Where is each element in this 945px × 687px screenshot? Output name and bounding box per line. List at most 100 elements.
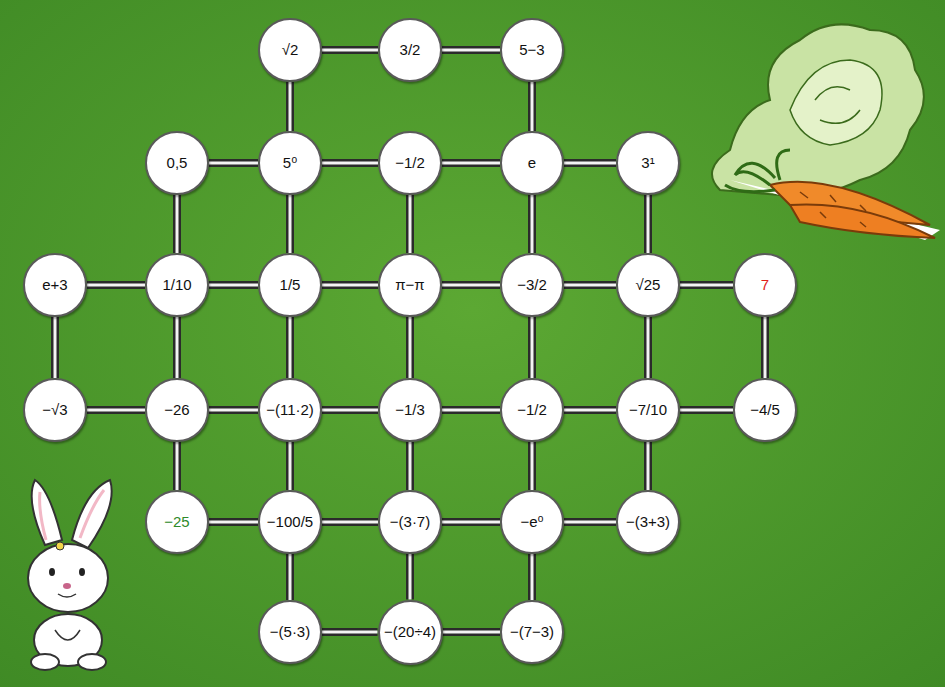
maze-path	[290, 442, 291, 490]
circle-content: 1/5	[280, 277, 301, 294]
number-circle: −100/5	[258, 490, 322, 554]
number-expression: π−π	[395, 277, 424, 294]
maze-path	[680, 285, 733, 286]
maze-path	[442, 163, 500, 164]
maze-path	[177, 442, 178, 490]
maze-path	[322, 522, 378, 523]
maze-path	[177, 317, 178, 378]
number-expression: e+3	[42, 277, 67, 294]
maze-path	[322, 285, 378, 286]
circle-content: −3/2	[517, 277, 547, 294]
number-expression: −e⁰	[520, 514, 543, 531]
number-expression: −(3+3)	[626, 514, 670, 531]
number-circle: √25	[616, 253, 680, 317]
number-expression: −100/5	[267, 514, 313, 531]
circle-content: e	[528, 155, 536, 172]
maze-path	[209, 410, 258, 411]
circle-content: −1/2	[395, 155, 425, 172]
circle-content: −1/3	[395, 402, 425, 419]
maze-path	[290, 554, 291, 600]
number-expression: 5−3	[519, 42, 544, 59]
number-expression: 0,5	[167, 155, 188, 172]
maze-path	[322, 163, 378, 164]
number-expression: √25	[636, 277, 661, 294]
number-circle: π−π	[378, 253, 442, 317]
maze-path	[322, 632, 378, 633]
number-expression: −1/2	[517, 402, 547, 419]
number-circle: −(20÷4)	[378, 600, 443, 665]
maze-path	[443, 632, 501, 633]
circle-content: −25	[164, 514, 189, 531]
number-expression: −25	[164, 514, 189, 531]
number-expression: −(20÷4)	[384, 624, 436, 641]
number-expression: −26	[164, 402, 189, 419]
number-circle: −1/2	[378, 131, 442, 195]
maze-path	[55, 317, 56, 378]
circle-content: 7	[761, 277, 769, 294]
maze-path	[209, 163, 258, 164]
maze-path	[209, 522, 258, 523]
number-expression: 5⁰	[283, 155, 297, 172]
number-circle: −(11·2)	[258, 378, 322, 442]
number-circle: √2	[258, 18, 322, 82]
maze-path	[442, 50, 500, 51]
maze-path	[532, 317, 533, 378]
number-expression: −4/5	[750, 402, 780, 419]
number-expression: 7	[761, 277, 769, 294]
circle-content: −(5·3)	[270, 624, 310, 641]
number-circle: 0,5	[145, 131, 209, 195]
circle-content: 5⁰	[283, 155, 297, 172]
maze-path	[564, 163, 616, 164]
number-circle: 5−3	[500, 18, 564, 82]
number-circle: e+3	[23, 253, 87, 317]
number-expression: −1/2	[395, 155, 425, 172]
circle-content: −(3·7)	[390, 514, 430, 531]
maze-path	[410, 442, 411, 490]
maze-path	[532, 195, 533, 253]
maze-path	[410, 554, 411, 600]
maze-path	[87, 410, 145, 411]
maze-path	[648, 442, 649, 490]
number-circle: −3/2	[500, 253, 564, 317]
circle-content: 3¹	[641, 155, 654, 172]
circle-content: 5−3	[519, 42, 544, 59]
maze-path	[322, 50, 378, 51]
number-circle: 5⁰	[258, 131, 322, 195]
circle-content: 1/10	[162, 277, 191, 294]
maze-path	[532, 442, 533, 490]
number-circle: −25	[145, 490, 209, 554]
circle-content: e+3	[42, 277, 67, 294]
circle-content: −√3	[42, 402, 67, 419]
maze-path	[765, 317, 766, 378]
maze-path	[564, 522, 616, 523]
circle-content: π−π	[395, 277, 424, 294]
number-expression: 3/2	[400, 42, 421, 59]
number-circle: −26	[145, 378, 209, 442]
maze-path	[532, 554, 533, 600]
number-circle: −7/10	[616, 378, 680, 442]
number-circle: −e⁰	[500, 490, 564, 554]
number-expression: 1/5	[280, 277, 301, 294]
circle-content: 0,5	[167, 155, 188, 172]
number-circle: −(5·3)	[258, 600, 322, 664]
number-circle: −(3·7)	[378, 490, 442, 554]
maze-path	[209, 285, 258, 286]
number-circle: −4/5	[733, 378, 797, 442]
number-circle: e	[500, 131, 564, 195]
maze-path	[290, 82, 291, 131]
maze-path	[290, 195, 291, 253]
circle-content: −1/2	[517, 402, 547, 419]
circle-content: −4/5	[750, 402, 780, 419]
number-expression: −1/3	[395, 402, 425, 419]
circle-content: √2	[282, 42, 299, 59]
maze-path	[410, 317, 411, 378]
number-circle: −√3	[23, 378, 87, 442]
number-expression: −(7−3)	[510, 624, 554, 641]
maze-path	[442, 522, 500, 523]
number-expression: −(11·2)	[266, 402, 314, 419]
maze-path	[564, 285, 616, 286]
circle-content: −100/5	[267, 514, 313, 531]
circle-content: √25	[636, 277, 661, 294]
